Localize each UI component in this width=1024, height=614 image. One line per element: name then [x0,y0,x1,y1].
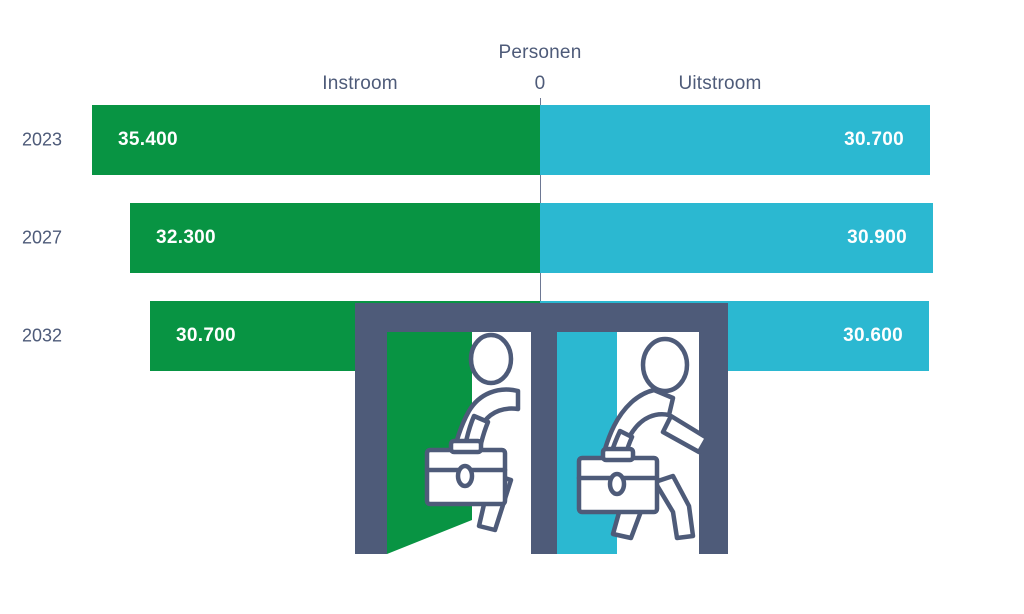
row-year-label: 2032 [21,325,62,346]
bar-value-label: 30.900 [847,227,907,248]
doorway-illustration [355,298,731,554]
bar-value-label: 30.700 [844,129,904,150]
axis-title-personen: Personen [498,42,582,63]
bar-value-label: 30.700 [176,325,236,346]
bar-outflow-2027[interactable]: 30.900 [540,203,933,273]
bar-inflow-2027[interactable]: 32.300 [130,203,540,273]
bar-value-label: 32.300 [156,227,216,248]
center-frame-post [531,303,557,554]
legend-label-uitstroom: Uitstroom [678,73,762,94]
row-year-label: 2023 [21,129,62,150]
bar-value-label: 30.600 [843,325,903,346]
legend-label-instroom: Instroom [322,73,398,94]
chart-row-2023: 2023 35.400 30.700 [0,105,1024,175]
bar-inflow-2023[interactable]: 35.400 [92,105,540,175]
bar-outflow-2023[interactable]: 30.700 [540,105,930,175]
chart-row-2027: 2027 32.300 30.900 [0,203,1024,273]
bar-value-label: 35.400 [118,129,178,150]
person-entering-icon [424,332,521,533]
row-year-label: 2027 [21,227,62,248]
person-exiting-icon [576,336,710,541]
frame-header-beam [358,303,728,332]
left-frame-post [355,303,387,554]
axis-zero-label: 0 [534,73,546,94]
